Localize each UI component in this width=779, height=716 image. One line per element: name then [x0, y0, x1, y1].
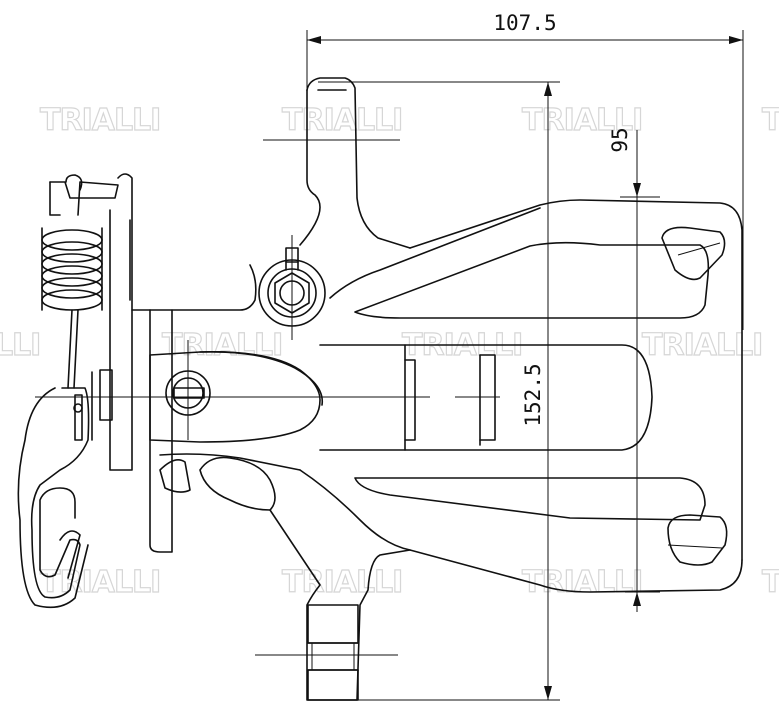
dimension-offset-label: 95 — [608, 127, 632, 152]
caliper-body — [131, 77, 743, 701]
dimension-width-label: 107.5 — [493, 11, 556, 35]
watermark-text: TRIALLI — [282, 565, 402, 600]
dimension-width: 107.5 — [306, 11, 744, 330]
dimension-height-label: 152.5 — [521, 363, 545, 426]
watermark-text: TRIALLI — [762, 103, 779, 138]
handbrake-mechanism — [17, 173, 133, 609]
spring-coil — [41, 227, 103, 311]
watermark-text: TRIALLI — [40, 565, 160, 600]
watermark-text: TRIALLI — [522, 103, 642, 138]
guide-pin — [165, 370, 211, 416]
watermark-text: TRIALLI — [522, 565, 642, 600]
watermark-group: TRIALLI TRIALLI TRIALLI TRIALLI TRIALLI … — [0, 102, 779, 600]
center-lines — [35, 139, 500, 656]
mount-section-hatch — [307, 604, 359, 701]
dimension-height: 152.5 — [318, 81, 560, 701]
bleeder-bolt — [258, 247, 326, 327]
dimension-offset: 95 — [608, 127, 660, 612]
watermark-text: TRIALLI — [0, 328, 40, 363]
watermark-text: TRIALLI — [282, 103, 402, 138]
watermark-text: TRIALLI — [642, 328, 762, 363]
watermark-text: TRIALLI — [40, 103, 160, 138]
watermark-text: TRIALLI — [762, 565, 779, 600]
